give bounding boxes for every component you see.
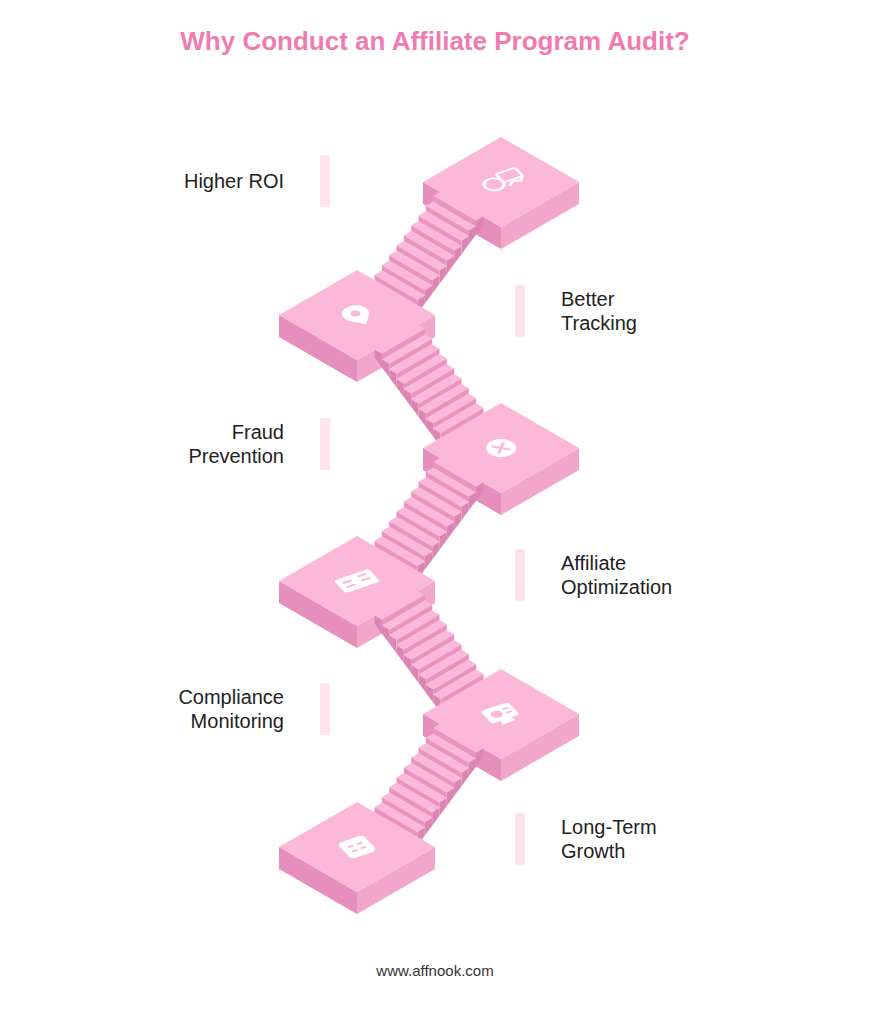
website-watermark: www.affnook.com: [0, 962, 870, 979]
label-bar: [515, 813, 525, 865]
label-bar: [320, 418, 330, 470]
step-label: Affiliate Optimization: [561, 551, 701, 599]
label-bar: [320, 155, 330, 207]
step-label: Fraud Prevention: [164, 420, 284, 468]
platform-icon: [478, 168, 526, 193]
label-bar: [515, 285, 525, 337]
step-label: Long-Term Growth: [561, 815, 686, 863]
platform-icon: [481, 436, 522, 461]
platform-icon: [334, 569, 381, 593]
step-label: Higher ROI: [114, 169, 284, 193]
platform-top: [279, 802, 435, 892]
label-bar: [320, 683, 330, 735]
platform-icon: [337, 303, 377, 329]
step-label: Better Tracking: [561, 287, 683, 335]
platform-icon: [480, 702, 523, 727]
step-label: Compliance Monitoring: [154, 685, 284, 733]
platform-icon: [337, 835, 378, 860]
label-bar: [515, 549, 525, 601]
step-platform: [279, 802, 435, 914]
diagram-title: Why Conduct an Affiliate Program Audit?: [0, 26, 870, 57]
